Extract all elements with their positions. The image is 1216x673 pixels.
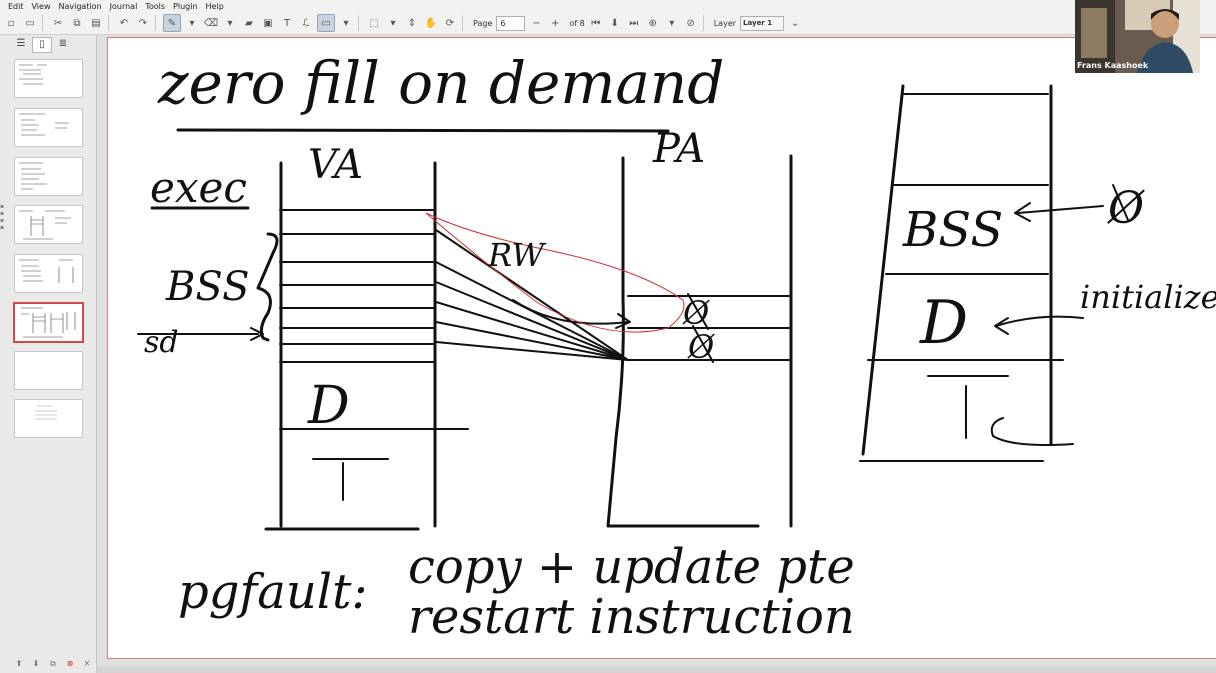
menu-help[interactable]: Help: [205, 1, 224, 11]
page-thumbnail[interactable]: [14, 59, 83, 98]
layer-label: Layer: [713, 18, 737, 28]
page-thumbnail[interactable]: [14, 254, 83, 293]
hand-tool-icon[interactable]: ✋: [424, 17, 438, 29]
tab-layers[interactable]: ≣: [58, 38, 68, 49]
toolbar-separator: [358, 15, 359, 31]
next-annotated-page-icon[interactable]: ⬇: [610, 17, 619, 29]
slide-title: zero fill on demand: [157, 49, 724, 117]
page-sidebar: ☰ ▯ ≣ ▪▪▪▪ ⬆ ⬇ ⧉ ⊗ ✕: [0, 35, 97, 673]
label-va: VA: [308, 142, 363, 188]
sidebar-footer: ⬆ ⬇ ⧉ ⊗ ✕: [12, 659, 97, 669]
pagefault-line1: copy + update pte: [408, 539, 855, 595]
menu-navigation[interactable]: Navigation: [58, 1, 102, 11]
toolbar-separator: [42, 15, 43, 31]
page-thumbnail-selected[interactable]: [13, 302, 84, 343]
page-thumbnail[interactable]: [14, 351, 83, 390]
image-icon[interactable]: ▣: [263, 17, 273, 29]
participant-name: Frans Kaashoek: [1077, 61, 1149, 70]
layer-select[interactable]: Layer 1: [740, 15, 785, 31]
pen-options-icon[interactable]: ▾: [189, 17, 195, 29]
page-count-label: of 8: [569, 18, 585, 28]
label-rw: RW: [487, 236, 547, 274]
right-label-zero: Ø: [1107, 183, 1145, 234]
sidebar-tabs: ☰ ▯ ≣: [12, 37, 74, 53]
page-thumbnail[interactable]: [14, 205, 83, 244]
close-sidebar-icon[interactable]: ✕: [83, 659, 91, 668]
label-zero: Ø: [682, 294, 710, 332]
cut-icon[interactable]: ✂: [53, 17, 63, 29]
highlighter-icon[interactable]: ▰: [245, 17, 253, 29]
horizontal-scrollbar[interactable]: [97, 666, 1216, 673]
menu-bar: Edit View Navigation Journal Tools Plugi…: [0, 0, 1216, 12]
latex-icon[interactable]: ℒ: [302, 17, 310, 29]
canvas-area[interactable]: zero fill on demand exec VA PA BSS sd RW…: [97, 35, 1216, 673]
text-tool-icon[interactable]: T: [283, 17, 291, 29]
video-thumbnail: [1075, 0, 1200, 73]
copy-page-icon[interactable]: ⧉: [50, 659, 56, 668]
move-page-down-icon[interactable]: ⬇: [32, 659, 40, 668]
pagefault-label: pgfault:: [178, 564, 368, 620]
toolbar-separator: [108, 15, 109, 31]
select-options-icon[interactable]: ▾: [390, 17, 396, 29]
delete-page-icon[interactable]: ⊗: [66, 659, 74, 668]
sidebar-edge-icons: ▪▪▪▪: [0, 203, 5, 231]
open-icon[interactable]: ▭: [25, 17, 35, 29]
right-label-initialized: initialized: [1080, 278, 1216, 316]
new-document-icon[interactable]: ▫: [7, 17, 15, 29]
pen-tool-icon[interactable]: ✎: [163, 14, 181, 32]
label-exec: exec: [150, 163, 247, 212]
label-zero: Ø: [687, 328, 715, 366]
right-label-d: D: [919, 288, 968, 358]
page-increment-icon[interactable]: +: [551, 17, 560, 29]
insert-page-icon[interactable]: ⊕: [648, 17, 657, 29]
page-thumbnail[interactable]: [14, 108, 83, 147]
page-thumbnail[interactable]: [14, 399, 83, 438]
eraser-options-icon[interactable]: ▾: [227, 17, 233, 29]
page-thumbnail[interactable]: [14, 157, 83, 196]
insert-page-options-icon[interactable]: ▾: [669, 17, 675, 29]
last-page-icon[interactable]: ⏭: [629, 17, 639, 29]
page-label: Page: [473, 18, 493, 28]
first-page-icon[interactable]: ⏮: [591, 17, 601, 29]
delete-page-icon[interactable]: ⊘: [686, 17, 695, 29]
toolbar: ▫ ▭ ✂ ⧉ ▤ ↶ ↷ ✎ ▾ ⌫ ▾ ▰ ▣ T ℒ ▭ ▾ ⬚ ▾ ⇕ …: [0, 12, 1216, 35]
menu-view[interactable]: View: [31, 1, 51, 11]
menu-journal[interactable]: Journal: [109, 1, 138, 11]
copy-icon[interactable]: ⧉: [73, 17, 81, 29]
refresh-icon[interactable]: ⟳: [445, 17, 455, 29]
label-pa: PA: [652, 126, 705, 172]
handwritten-drawing: zero fill on demand exec VA PA BSS sd RW…: [137, 49, 1216, 645]
paste-icon[interactable]: ▤: [91, 17, 101, 29]
toolbar-separator: [702, 15, 704, 31]
menu-plugin[interactable]: Plugin: [173, 1, 198, 11]
pagefault-line2: restart instruction: [408, 589, 855, 645]
select-rect-icon[interactable]: ⬚: [369, 17, 379, 29]
tab-outline[interactable]: ☰: [16, 38, 26, 49]
label-sd: sd: [144, 325, 179, 360]
whiteboard-page[interactable]: zero fill on demand exec VA PA BSS sd RW…: [107, 37, 1216, 659]
layer-dropdown-icon[interactable]: ⌄: [790, 17, 800, 29]
eraser-icon[interactable]: ⌫: [203, 17, 219, 29]
toolbar-separator: [155, 15, 156, 31]
move-page-up-icon[interactable]: ⬆: [15, 659, 23, 668]
shape-icon[interactable]: ▭: [317, 14, 335, 32]
menu-edit[interactable]: Edit: [8, 1, 24, 11]
shape-options-icon[interactable]: ▾: [343, 17, 349, 29]
label-d: D: [307, 376, 350, 436]
redo-icon[interactable]: ↷: [138, 17, 148, 29]
undo-icon[interactable]: ↶: [119, 17, 129, 29]
page-number-input[interactable]: 6: [496, 15, 526, 31]
right-label-bss: BSS: [902, 202, 1003, 258]
toolbar-separator: [462, 15, 463, 31]
label-bss: BSS: [165, 264, 250, 310]
tab-page-preview[interactable]: ▯: [32, 37, 52, 53]
menu-tools[interactable]: Tools: [145, 1, 166, 11]
vertical-space-icon[interactable]: ⇕: [407, 17, 417, 29]
page-decrement-icon[interactable]: −: [532, 17, 541, 29]
